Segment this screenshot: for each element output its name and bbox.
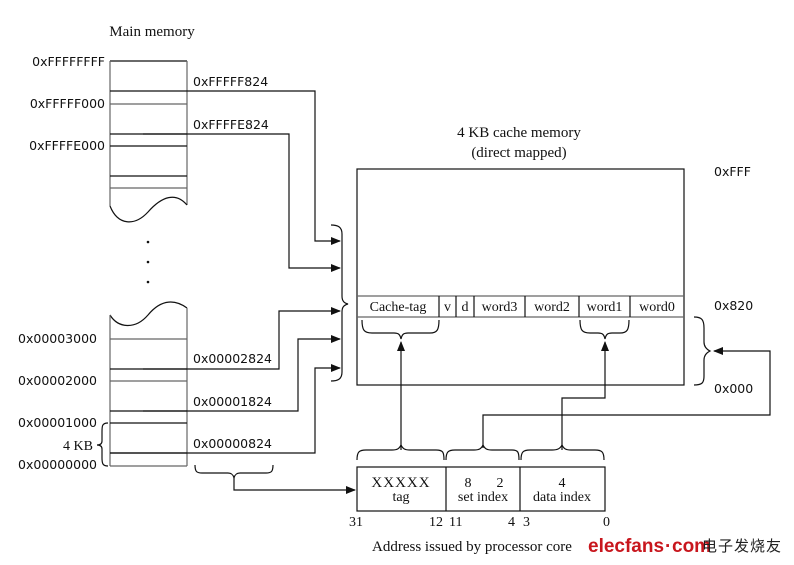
cache-field-word2: word2: [534, 300, 570, 315]
address-brace-set: [445, 443, 520, 461]
bit-number: 0: [603, 515, 610, 530]
set-brace: [693, 316, 712, 386]
set-value-b: 2: [497, 476, 504, 491]
data-field-name: data index: [533, 490, 591, 505]
ellipsis-dot: [146, 280, 150, 284]
mapped-address: 0xFFFFE824: [193, 117, 269, 132]
block-size-label: 4 KB: [63, 439, 93, 454]
cache-field-word0: word0: [639, 300, 675, 315]
cache-address-top: 0xFFF: [714, 164, 751, 179]
watermark-chinese: 电子发烧友: [702, 537, 782, 555]
mapped-address-brace: [194, 464, 274, 479]
cache-input-brace: [330, 224, 349, 382]
mapping-arrow: [187, 90, 341, 245]
address-caption: Address issued by processor core: [372, 539, 572, 555]
watermark-dot: ·: [665, 536, 671, 557]
bit-number: 11: [449, 515, 462, 530]
data-index-arrow: [561, 341, 609, 450]
address-label: 0x00002000: [18, 373, 97, 388]
bit-number: 31: [349, 515, 363, 530]
address-label: 0xFFFFF000: [30, 96, 105, 111]
bit-number: 12: [429, 515, 443, 530]
cache-line-dividers: [438, 296, 631, 317]
block-size-brace: [96, 422, 109, 467]
set-field-name: set index: [458, 490, 508, 505]
cache-title: 4 KB cache memory: [457, 125, 581, 141]
tag-field-name: tag: [392, 490, 409, 505]
address-box: [356, 466, 606, 512]
address-brace-data: [520, 443, 605, 461]
word-brace: [579, 319, 630, 340]
mapped-address: 0x00002824: [193, 351, 272, 366]
address-label: 0x00003000: [18, 331, 97, 346]
cache-box: [356, 168, 685, 386]
set-value-a: 8: [465, 476, 472, 491]
address-label: 0x00000000: [18, 457, 97, 472]
mapping-arrow: [143, 335, 341, 412]
cache-field-word3: word3: [482, 300, 518, 315]
cache-address-line: 0x820: [714, 298, 753, 313]
cache-field-dirty: d: [462, 300, 469, 315]
cache-field-tag: Cache-tag: [370, 300, 427, 315]
mapping-arrow: [110, 364, 341, 454]
address-label: 0xFFFFE000: [29, 138, 105, 153]
memory-break-bottom: [109, 301, 188, 327]
data-value: 4: [559, 476, 566, 491]
set-index-arrow: [482, 347, 771, 448]
mapping-arrow: [143, 307, 341, 370]
memory-break-top: [109, 196, 188, 223]
watermark: elecfans · com 电子发烧友: [588, 536, 782, 557]
tag-value: XXXXX: [371, 475, 430, 491]
cache-subtitle: (direct mapped): [471, 145, 566, 161]
mapped-address: 0xFFFFF824: [193, 74, 268, 89]
mapped-address: 0x00000824: [193, 436, 272, 451]
mapped-address: 0x00001824: [193, 394, 272, 409]
address-label: 0x00001000: [18, 415, 97, 430]
ellipsis-dot: [146, 240, 150, 244]
watermark-brand: elecfans: [588, 536, 664, 557]
cache-field-valid: v: [444, 300, 451, 315]
tag-brace: [361, 319, 440, 340]
address-brace-tag: [356, 443, 445, 461]
watermark-domain: com: [672, 536, 711, 557]
address-issue-arrow: [233, 478, 356, 494]
main-memory-title: Main memory: [109, 24, 195, 40]
bit-number: 4: [508, 515, 515, 530]
bit-number: 3: [523, 515, 530, 530]
main-memory-column: [109, 60, 188, 467]
cache-field-word1: word1: [587, 300, 623, 315]
cache-address-bottom: 0x000: [714, 381, 753, 396]
mapping-arrow: [143, 133, 341, 272]
address-label: 0xFFFFFFFF: [32, 54, 105, 69]
ellipsis-dot: [146, 260, 150, 264]
